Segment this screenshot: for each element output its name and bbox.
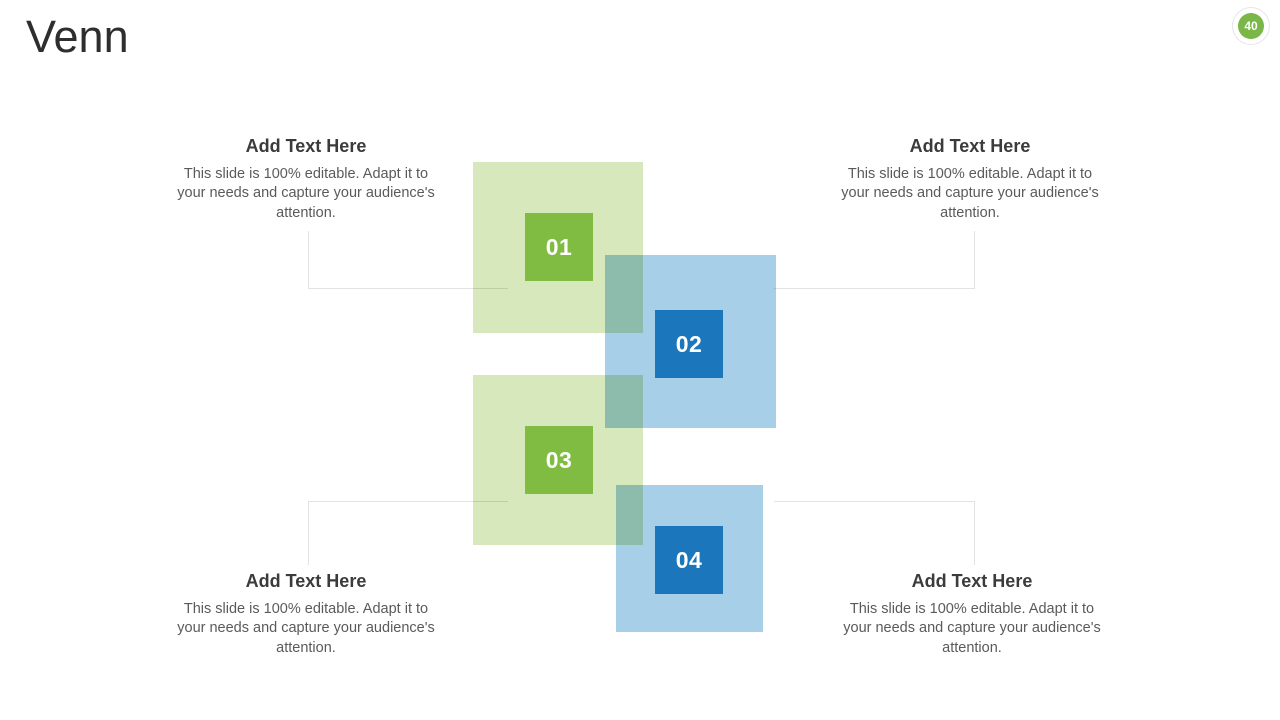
page-title: Venn [26,11,129,62]
connector-top-left-vertical [308,231,309,289]
venn-node-01-label: 01 [545,233,573,260]
text-block-top-left: Add Text Here This slide is 100% editabl… [176,136,436,224]
venn-node-04-label: 04 [675,546,703,573]
venn-node-01[interactable]: 01 [525,213,593,281]
text-block-top-right-heading: Add Text Here [909,136,1031,156]
page-number-badge: 40 [1232,7,1270,45]
connector-top-right-horizontal [774,288,975,289]
connector-bottom-left-vertical [308,501,309,565]
text-block-bottom-right-body: This slide is 100% editable. Adapt it to… [843,600,1101,657]
connector-bottom-left-horizontal [308,501,508,502]
venn-node-02-label: 02 [675,330,703,357]
connector-bottom-right-vertical [974,501,975,565]
text-block-top-left-heading: Add Text Here [245,136,367,156]
text-block-bottom-left-heading: Add Text Here [245,571,367,591]
text-block-bottom-right-heading: Add Text Here [911,571,1033,591]
venn-node-03-label: 03 [545,446,573,473]
text-block-bottom-left: Add Text Here This slide is 100% editabl… [176,571,436,659]
venn-node-04[interactable]: 04 [655,526,723,594]
venn-node-03[interactable]: 03 [525,426,593,494]
connector-top-left-horizontal [308,288,508,289]
connector-bottom-right-horizontal [774,501,975,502]
text-block-top-right: Add Text Here This slide is 100% editabl… [840,136,1100,224]
text-block-bottom-right: Add Text Here This slide is 100% editabl… [842,571,1102,659]
venn-node-02[interactable]: 02 [655,310,723,378]
text-block-bottom-left-body: This slide is 100% editable. Adapt it to… [177,600,435,657]
page-number-value: 40 [1238,13,1264,39]
text-block-top-left-body: This slide is 100% editable. Adapt it to… [177,165,435,222]
connector-top-right-vertical [974,231,975,289]
text-block-top-right-body: This slide is 100% editable. Adapt it to… [841,165,1099,222]
